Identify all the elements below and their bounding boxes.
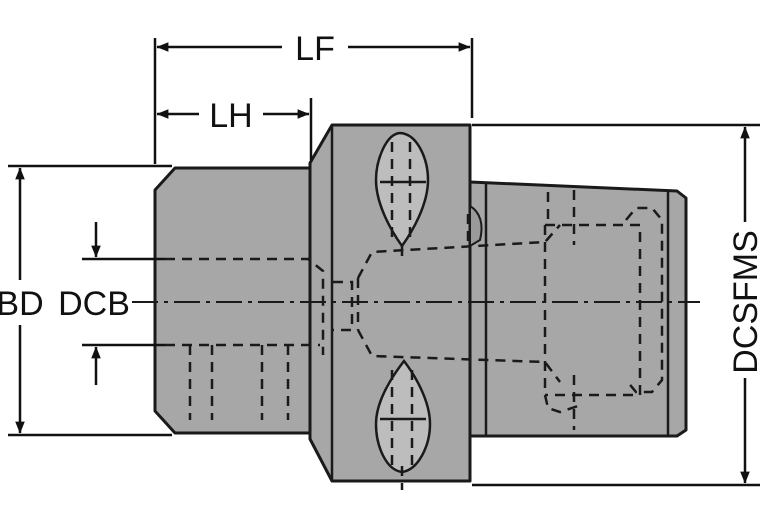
lf-label: LF	[295, 30, 335, 68]
dcsfms-label: DCSFMS	[727, 230, 765, 374]
upper-drive-slot	[374, 131, 430, 249]
hidden-lines	[165, 142, 664, 490]
right-shank	[468, 180, 688, 438]
drive-slots	[374, 131, 432, 474]
boss-detail	[469, 204, 483, 248]
dcb-label: DCB	[58, 285, 130, 323]
dimension-lines	[8, 38, 760, 487]
part-body	[153, 123, 688, 483]
left-shank	[153, 166, 314, 435]
bd-label: BD	[0, 285, 44, 323]
lh-label: LH	[209, 97, 252, 135]
